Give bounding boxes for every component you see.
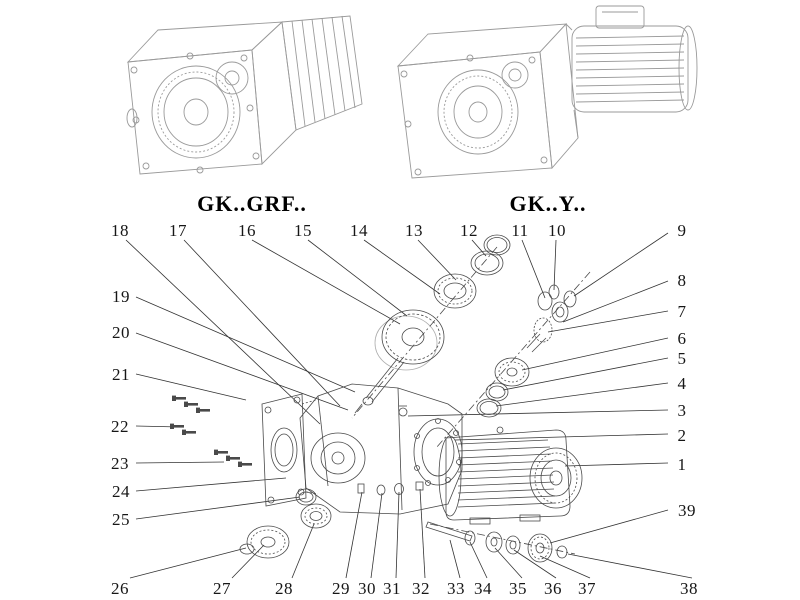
callout-5: 5 [677,349,687,368]
callout-10: 10 [548,221,566,240]
callout-7: 7 [677,302,687,321]
callout-4: 4 [677,374,687,393]
callout-6: 6 [677,329,687,348]
callout-20: 20 [112,323,130,342]
model-label-y: GK..Y.. [509,191,587,216]
callout-13: 13 [405,221,423,240]
callout-38: 38 [680,579,698,598]
callout-22: 22 [111,417,129,436]
leader-lines [125,232,693,579]
callout-17: 17 [169,221,187,240]
callout-14: 14 [350,221,368,240]
callout-9: 9 [677,221,687,240]
callout-37: 37 [578,579,596,598]
callout-11: 11 [511,221,529,240]
model-label-grf: GK..GRF.. [197,191,307,216]
callout-1: 1 [677,455,687,474]
gearbox-y-drawing [396,5,698,179]
callout-26: 26 [111,579,129,598]
callout-8: 8 [677,271,687,290]
exploded-view-drawing [170,234,591,563]
callout-16: 16 [238,221,256,240]
callout-27: 27 [213,579,231,598]
callout-24: 24 [112,482,130,501]
callout-35: 35 [509,579,527,598]
callout-3: 3 [677,401,687,420]
bolt-cluster [170,395,252,467]
callout-19: 19 [112,287,130,306]
callout-33: 33 [447,579,465,598]
callout-25: 25 [112,510,130,529]
callout-18: 18 [111,221,129,240]
callout-36: 36 [544,579,562,598]
callout-23: 23 [111,454,129,473]
gearbox-grf-drawing [126,15,363,175]
callout-2: 2 [677,426,687,445]
callout-31: 31 [383,579,401,598]
callout-29: 29 [332,579,350,598]
callout-32: 32 [412,579,430,598]
callout-39: 39 [678,501,696,520]
callout-21: 21 [112,365,130,384]
callout-30: 30 [358,579,376,598]
callout-15: 15 [294,221,312,240]
callout-12: 12 [460,221,478,240]
callout-34: 34 [474,579,492,598]
callout-28: 28 [275,579,293,598]
